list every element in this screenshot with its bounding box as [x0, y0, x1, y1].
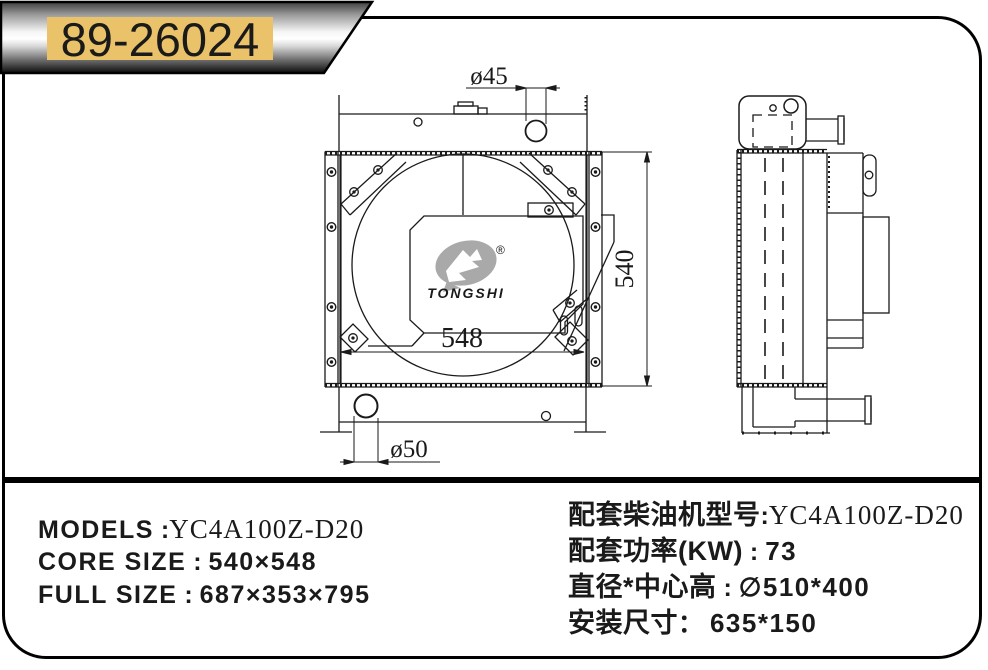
page-border: [2, 16, 982, 659]
spec-label: MODELS: [38, 516, 154, 544]
dim-bottom-port: [340, 416, 440, 466]
corner-brace-top-right: [519, 152, 586, 216]
brand-watermark: ® TONGSHI: [427, 240, 505, 301]
spec-row-engine-model: 配套柴油机型号:YC4A100Z-D20: [568, 497, 964, 533]
spec-separator: :: [153, 516, 170, 544]
spec-separator: :: [742, 538, 766, 566]
channel-bolt-holes: [326, 166, 601, 368]
dim-core-height: [602, 151, 652, 387]
spec-value: YC4A100Z-D20: [169, 514, 365, 544]
spec-row-mounting-size: 安装尺寸： 635*150: [568, 605, 964, 641]
banner-highlight: [47, 17, 273, 60]
spec-separator: :: [177, 581, 200, 609]
spec-value: 635*150: [709, 608, 818, 638]
engine-outline: [409, 215, 584, 334]
spec-value: YC4A100Z-D20: [768, 500, 964, 530]
side-view: [736, 95, 890, 435]
part-number: 89-26024: [61, 13, 260, 66]
spec-value: 687×353×795: [199, 581, 371, 609]
spec-row-core-size: CORE SIZE : 540×548: [38, 546, 371, 579]
spec-label: CORE SIZE: [38, 548, 187, 576]
inlet-port-circle: [524, 119, 548, 143]
dim-bottom-port-label: ø50: [390, 436, 428, 463]
spec-row-power: 配套功率(KW) : 73: [568, 533, 964, 569]
mid-bracket: [527, 202, 574, 218]
spec-label: FULL SIZE: [38, 581, 178, 609]
specs-right-block: 配套柴油机型号:YC4A100Z-D20 配套功率(KW) : 73 直径*中心…: [568, 497, 964, 641]
part-number-banner: 89-26024: [0, 0, 375, 75]
spec-label: 直径*中心高: [568, 572, 717, 602]
section-divider: [2, 477, 982, 483]
logo-arrow-icon: [446, 249, 482, 282]
corner-brace-bottom-left: [339, 323, 369, 353]
radiator-technical-drawing: ø45: [320, 63, 890, 466]
spec-label: 配套柴油机型号: [568, 500, 761, 530]
fan-shroud-circle: [351, 153, 575, 377]
spec-value: ∅510*400: [738, 572, 871, 602]
dim-top-port: [466, 84, 560, 124]
dim-core-width: [340, 348, 585, 356]
dim-core-height-label: 540: [610, 250, 639, 289]
spec-label: 安装尺寸: [568, 608, 678, 638]
filler-cap-icon: [453, 101, 488, 115]
spec-value: 73: [765, 536, 798, 566]
spec-label: 配套功率(KW): [568, 536, 743, 566]
registered-mark: ®: [496, 243, 505, 257]
dim-top-port-label: ø45: [470, 63, 508, 90]
spec-separator: :: [760, 502, 769, 530]
specs-left-block: MODELS :YC4A100Z-D20 CORE SIZE : 540×548…: [38, 513, 371, 612]
spec-value: 540×548: [208, 548, 317, 576]
spec-row-models: MODELS :YC4A100Z-D20: [38, 513, 371, 546]
spec-separator: :: [716, 574, 739, 602]
dim-core-width-label: 548: [441, 323, 483, 354]
side-flag: [563, 214, 615, 352]
spec-row-full-size: FULL SIZE : 687×353×795: [38, 579, 371, 612]
spec-row-diameter-height: 直径*中心高 : ∅510*400: [568, 569, 964, 605]
brand-watermark-text: TONGSHI: [427, 285, 505, 301]
spec-separator: :: [186, 548, 209, 576]
outlet-port-circle: [353, 393, 379, 419]
spec-separator: ：: [678, 610, 710, 638]
corner-brace-top-left: [340, 152, 407, 216]
